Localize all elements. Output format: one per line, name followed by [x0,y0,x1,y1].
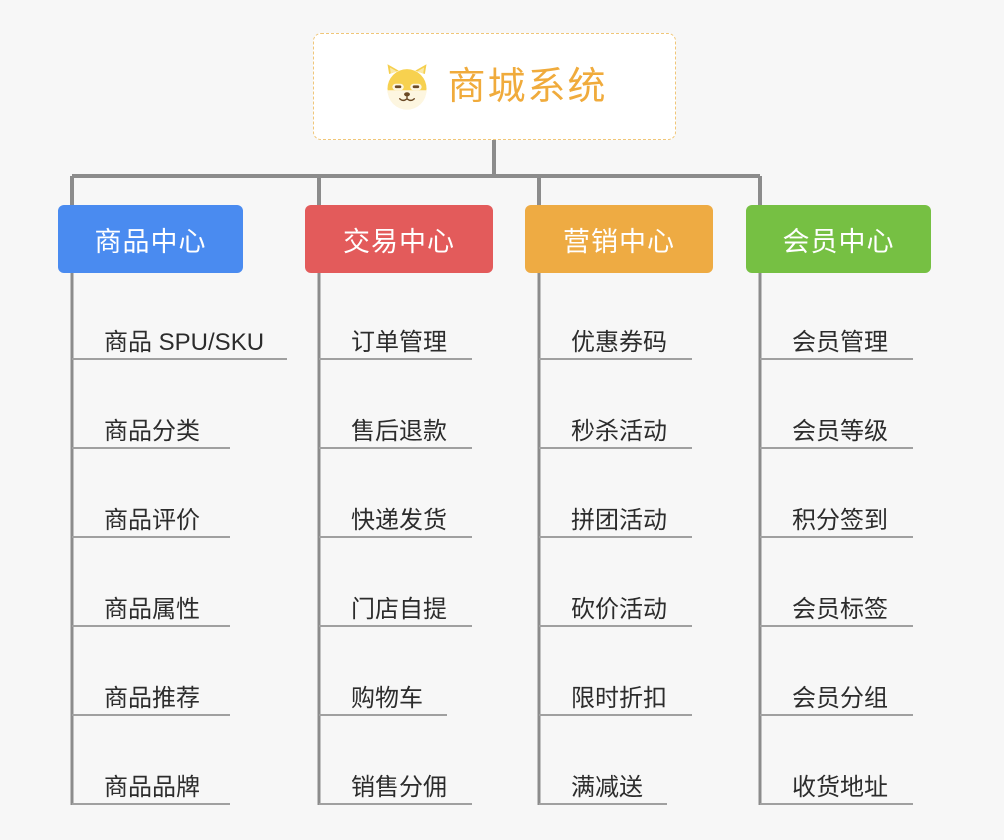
leaf-item-label: 收货地址 [792,773,888,801]
leaf-item-label: 会员管理 [792,328,888,356]
leaf-item-label: 砍价活动 [571,595,667,623]
leaf-item-label: 拼团活动 [571,506,667,534]
shiba-dog-icon [381,61,433,113]
branch-node-2[interactable]: 交易中心 [305,205,493,273]
leaf-item-label: 秒杀活动 [571,417,667,445]
leaf-item-label: 满减送 [571,773,643,801]
leaf-item[interactable]: 商品品牌 [72,759,230,805]
leaf-item[interactable]: 购物车 [319,670,447,716]
leaf-item[interactable]: 限时折扣 [539,670,692,716]
branch-node-label: 会员中心 [782,226,895,257]
leaf-item[interactable]: 会员管理 [760,314,913,360]
leaf-item[interactable]: 商品推荐 [72,670,230,716]
leaf-item[interactable]: 售后退款 [319,403,472,449]
branch-node-1[interactable]: 商品中心 [58,205,243,273]
leaf-item[interactable]: 收货地址 [760,759,913,805]
leaf-item-label: 售后退款 [351,417,447,445]
branch-node-4[interactable]: 会员中心 [746,205,931,273]
leaf-item-label: 商品分类 [104,417,200,445]
branch-node-label: 交易中心 [343,226,455,257]
leaf-item-label: 购物车 [351,684,423,712]
leaf-item[interactable]: 订单管理 [319,314,472,360]
leaf-item-label: 快递发货 [351,506,447,534]
leaf-item[interactable]: 销售分佣 [319,759,472,805]
leaf-item[interactable]: 秒杀活动 [539,403,692,449]
leaf-item-label: 商品品牌 [104,773,200,801]
leaf-item[interactable]: 会员分组 [760,670,913,716]
leaf-item-label: 销售分佣 [351,773,447,801]
branch-node-3[interactable]: 营销中心 [525,205,713,273]
root-title: 商城系统 [447,65,608,108]
leaf-item[interactable]: 商品分类 [72,403,230,449]
leaf-item[interactable]: 优惠券码 [539,314,692,360]
leaf-item[interactable]: 商品属性 [72,581,230,627]
leaf-item[interactable]: 满减送 [539,759,667,805]
leaf-item-label: 订单管理 [351,328,447,356]
leaf-item[interactable]: 积分签到 [760,492,913,538]
leaf-item-label: 商品推荐 [104,684,200,712]
root-node[interactable]: 商城系统 [313,33,676,140]
leaf-item-label: 门店自提 [351,595,447,623]
leaf-item[interactable]: 会员等级 [760,403,913,449]
leaf-item-label: 商品属性 [104,595,200,623]
leaf-item[interactable]: 会员标签 [760,581,913,627]
leaf-item[interactable]: 拼团活动 [539,492,692,538]
leaf-item[interactable]: 商品评价 [72,492,230,538]
leaf-item-label: 积分签到 [792,506,888,534]
leaf-item-label: 优惠券码 [571,328,667,356]
leaf-item[interactable]: 快递发货 [319,492,472,538]
leaf-item[interactable]: 砍价活动 [539,581,692,627]
leaf-item[interactable]: 商品 SPU/SKU [72,314,287,360]
leaf-item-label: 商品评价 [104,506,200,534]
leaf-item-label: 商品 SPU/SKU [104,328,265,356]
leaf-item-label: 会员分组 [792,684,888,712]
leaf-item-label: 会员标签 [792,595,888,623]
leaf-item-label: 会员等级 [792,417,888,445]
leaf-item-label: 限时折扣 [571,684,667,712]
branch-node-label: 营销中心 [563,226,675,257]
leaf-item[interactable]: 门店自提 [319,581,472,627]
branch-node-label: 商品中心 [94,226,207,257]
